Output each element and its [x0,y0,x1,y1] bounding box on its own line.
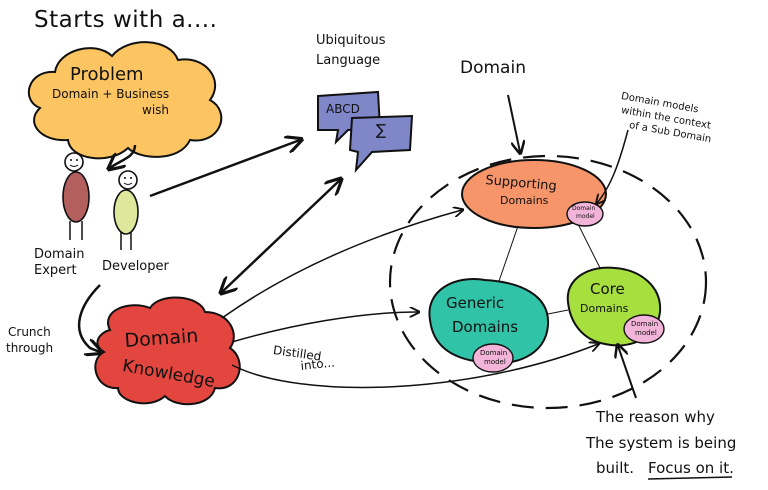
focus-underline [647,476,733,480]
domain-model-core [623,314,665,344]
intro-text: Starts with a.... [34,7,218,33]
developer-label: Developer [102,259,169,274]
generic-label-2: Domains [452,318,519,336]
reason-line-1: The reason why [596,408,715,426]
supporting-generic-link [497,225,519,285]
problem-title: Problem [70,64,144,85]
domain-model-core-1: Domain [631,320,659,328]
annotation-arrow [597,129,629,203]
domain-expert-label-1: Domain [34,247,85,262]
generic-blob [428,278,550,365]
domain-expert-figure [62,152,90,240]
reason-line-2: The system is being [586,434,737,452]
bubble-text-2: ∑ [376,121,387,139]
problem-subtitle-1: Domain + Business [52,87,170,101]
crunch-arrow [77,284,100,352]
knowledge-to-supporting-arrow [221,210,462,319]
domain-arrow [507,94,520,152]
domain-model-supporting [566,201,604,227]
problem-to-people-arrow [110,144,137,168]
problem-cloud [28,41,223,160]
language-knowledge-arrow [222,180,340,292]
domain-model-generic [472,343,514,373]
crunch-label-2: through [6,341,54,355]
knowledge-to-core-arrow [231,344,598,389]
domain-model-generic-2: model [484,358,506,366]
reason-line-3a: built. [596,459,635,477]
knowledge-to-generic-arrow [231,312,418,343]
ubiquitous-label-2: Language [316,53,381,68]
domain-boundary [388,154,708,410]
domain-model-core-2: model [635,329,657,337]
developer-figure [113,170,139,250]
bubble-text-1: ABCD [326,102,360,116]
problem-subtitle-2: wish [142,103,170,117]
knowledge-cloud [94,296,241,406]
domain-label: Domain [460,58,526,78]
domain-model-supporting-1: Domain [572,205,596,212]
crunch-label-1: Crunch [8,325,51,339]
core-label-2: Domains [580,302,629,315]
domain-model-supporting-2: model [576,213,595,220]
core-label-1: Core [590,280,625,298]
generic-core-link [547,309,569,315]
generic-label-1: Generic [446,294,505,312]
reason-arrow [618,346,637,399]
supporting-core-link [574,217,601,269]
ubiquitous-language-bubbles [317,90,414,174]
domain-model-generic-1: Domain [480,349,508,357]
developer-to-language-arrow [149,140,300,198]
ubiquitous-label-1: Ubiquitous [316,33,386,48]
supporting-label-2: Domains [500,194,549,207]
reason-line-3b: Focus on it. [648,459,734,477]
domain-expert-label-2: Expert [34,263,77,278]
